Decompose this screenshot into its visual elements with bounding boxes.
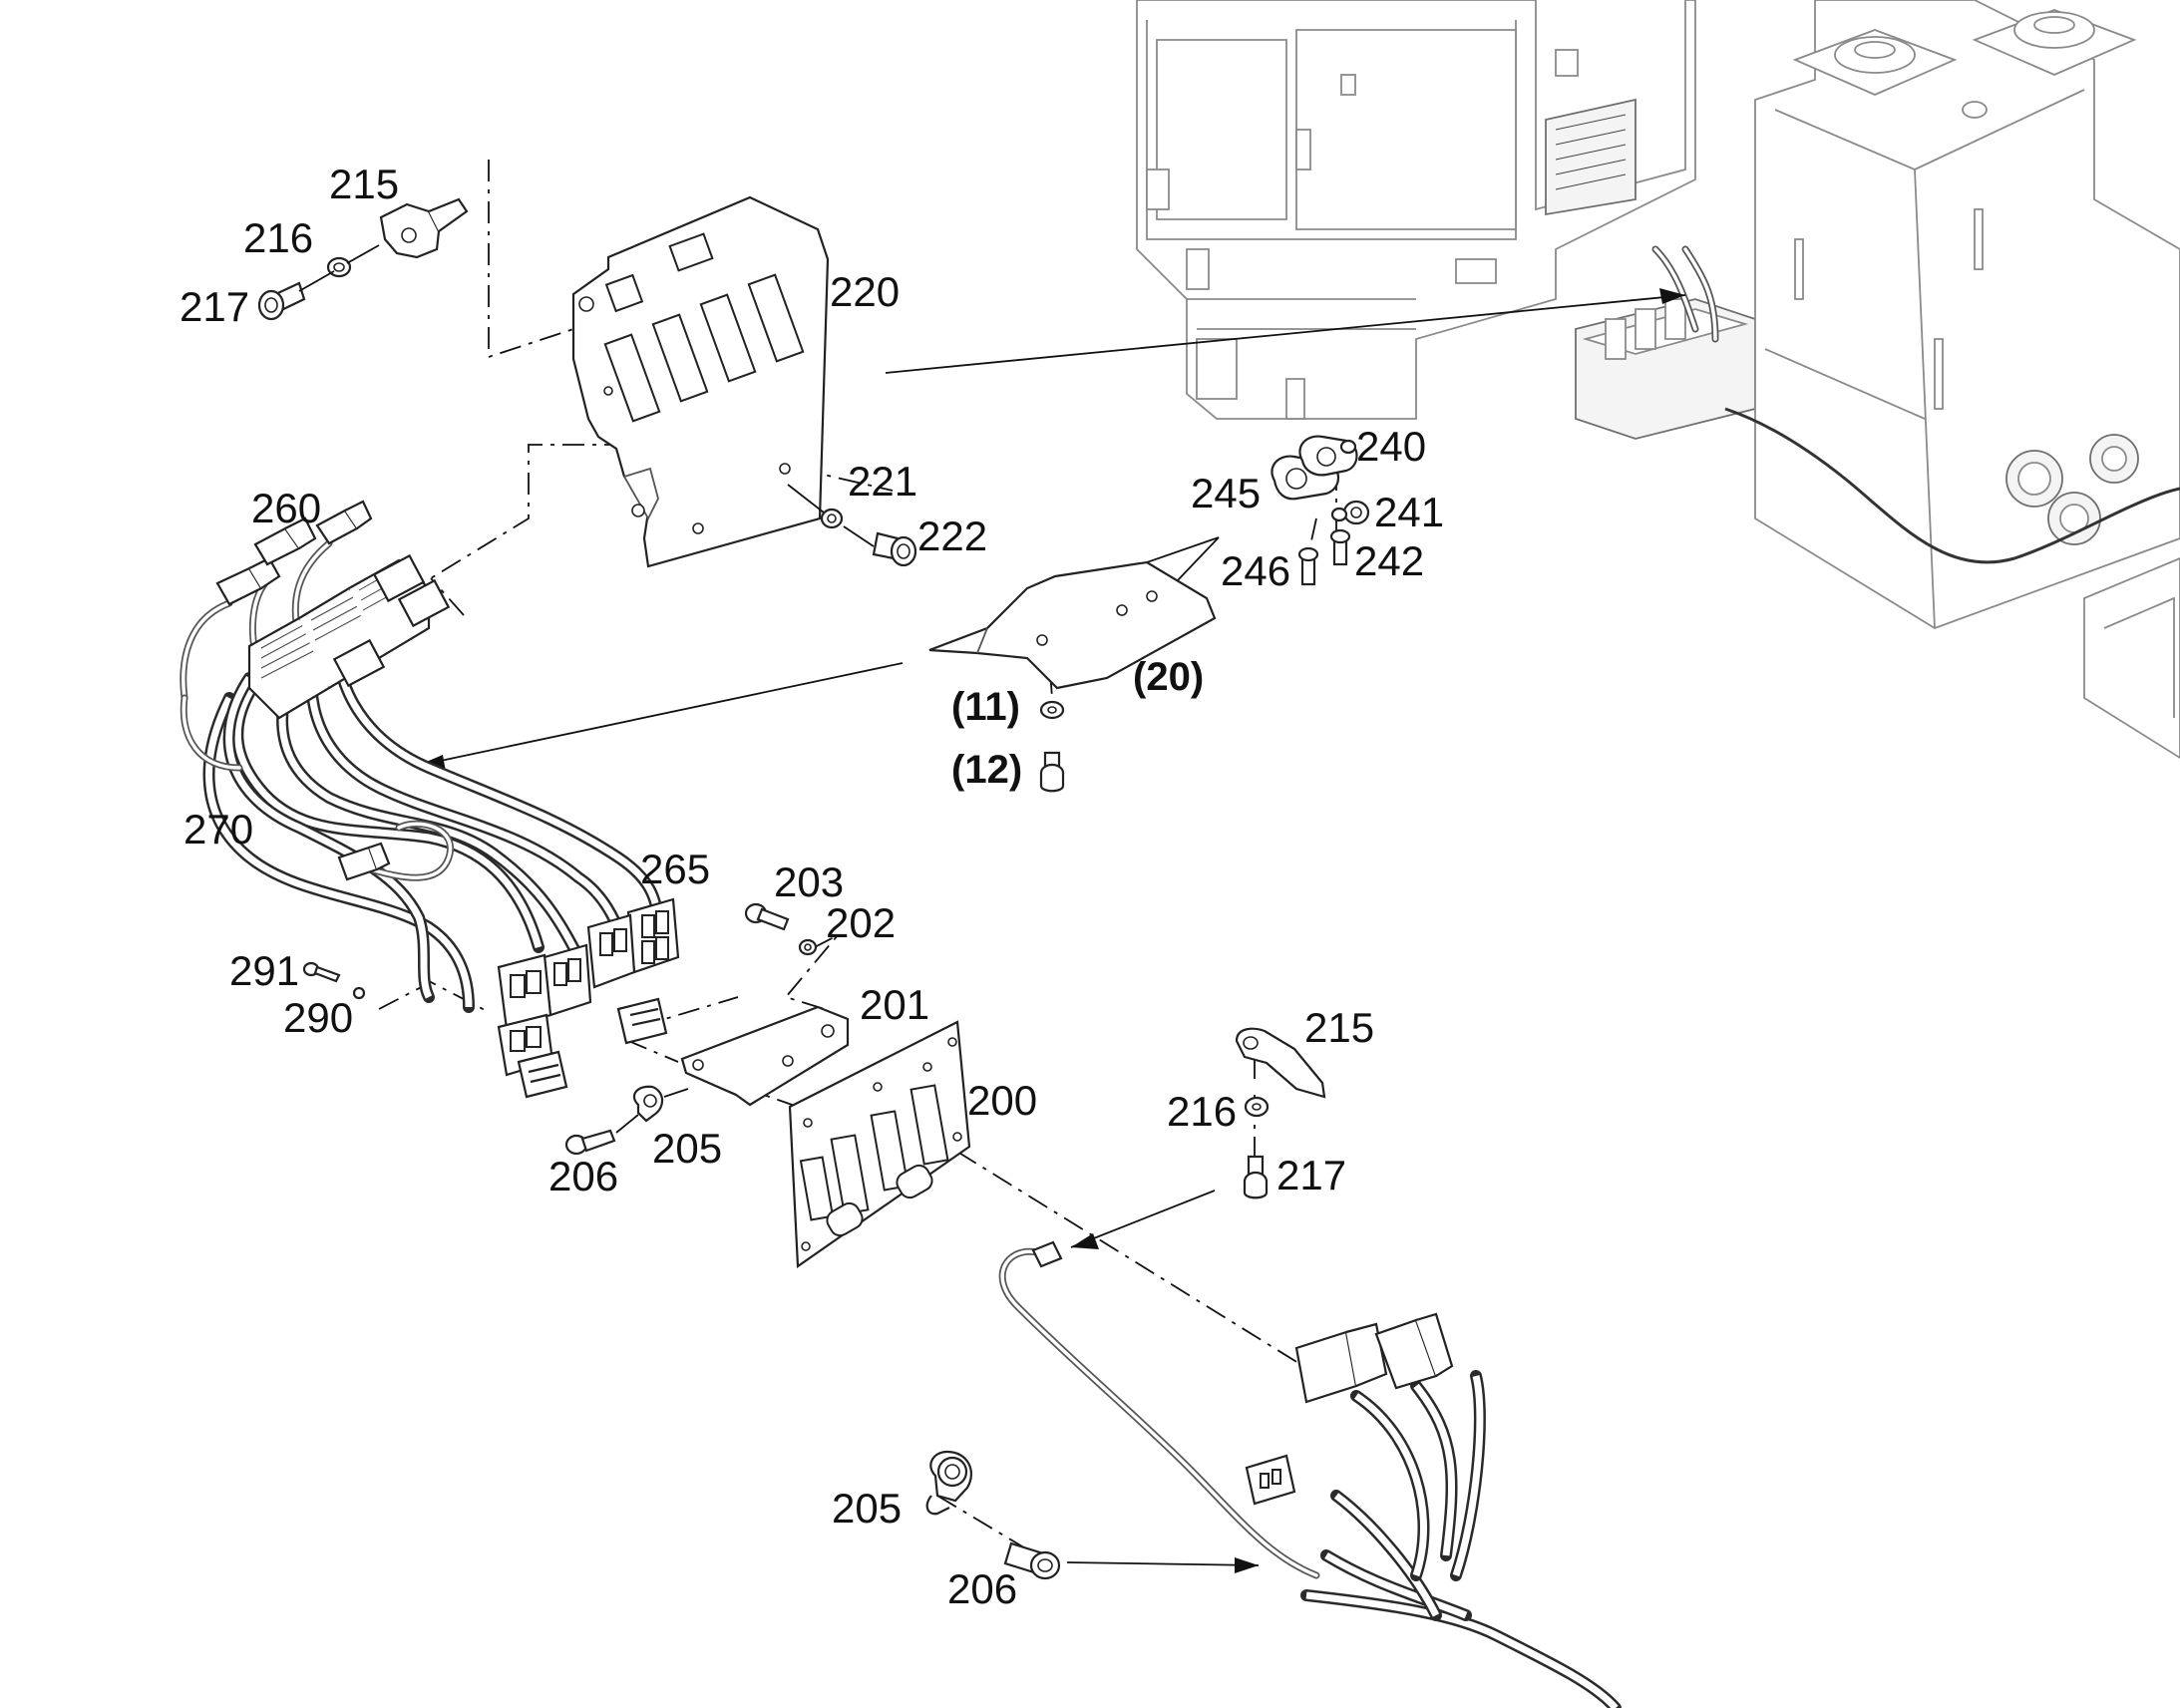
callout-290: 290: [283, 994, 353, 1041]
connectors-265: [497, 897, 680, 1099]
bolt-206-lower: [1003, 1541, 1061, 1580]
callout-215-lower: 215: [1304, 1004, 1374, 1051]
clamp-205-middle: [632, 1085, 664, 1123]
screw-291: [302, 961, 341, 983]
bolt-222: [872, 531, 917, 567]
callout-206-lower: 206: [947, 1565, 1017, 1612]
reference-20: (20): [1133, 655, 1204, 699]
bolt-12: [1039, 751, 1065, 793]
washer-216-lower: [1244, 1096, 1270, 1118]
callout-205-lower: 205: [832, 1485, 902, 1532]
machine-background: [1136, 0, 2180, 760]
screw-206-middle: [564, 1129, 616, 1156]
callout-201: 201: [860, 981, 929, 1028]
callout-221: 221: [848, 458, 917, 505]
callout-206: 206: [548, 1153, 618, 1199]
clip-215-upper: [379, 197, 469, 259]
washer-11: [1039, 700, 1065, 720]
washer-290: [352, 986, 366, 1000]
clip-215-lower: [1235, 1027, 1326, 1099]
callout-217: 217: [180, 283, 249, 330]
bolt-217-upper: [257, 281, 306, 321]
clamp-240: [1298, 435, 1358, 477]
callout-270: 270: [183, 806, 253, 853]
callout-202: 202: [826, 899, 896, 946]
reference-12: (12): [951, 748, 1022, 792]
nut-241: [1330, 500, 1370, 525]
mounting-plate-220: [571, 195, 830, 568]
reference-labels: (11) (12) (20): [951, 655, 1204, 792]
callout-216-lower: 216: [1167, 1088, 1237, 1135]
bolt-242: [1329, 528, 1351, 566]
callout-260: 260: [251, 485, 321, 531]
callout-246: 246: [1221, 547, 1290, 594]
bolt-217-lower: [1243, 1155, 1269, 1199]
callout-240: 240: [1356, 423, 1426, 470]
callout-203: 203: [774, 858, 844, 905]
washer-221: [820, 508, 844, 529]
bolt-246: [1297, 546, 1319, 586]
callout-242: 242: [1354, 537, 1424, 584]
callout-291: 291: [229, 947, 299, 994]
callout-200: 200: [967, 1077, 1037, 1124]
washer-202: [798, 938, 818, 956]
callout-222: 222: [917, 512, 987, 559]
small-plug: [337, 842, 391, 881]
screw-203: [744, 902, 790, 931]
reference-11: (11): [951, 685, 1020, 729]
callout-205: 205: [652, 1125, 722, 1172]
callout-241: 241: [1374, 489, 1444, 535]
callout-245: 245: [1191, 470, 1261, 516]
callout-265: 265: [640, 846, 710, 892]
callout-217-lower: 217: [1276, 1152, 1346, 1198]
callout-215: 215: [329, 161, 399, 207]
plug-cluster: [247, 553, 451, 720]
callout-220: 220: [830, 268, 900, 315]
connectors-260: [215, 500, 373, 606]
callout-216: 216: [243, 214, 313, 261]
connector-plate-200: [788, 1020, 971, 1269]
lower-wiring-harness: [998, 1240, 1622, 1708]
angle-bracket-201: [680, 1005, 850, 1107]
leader-lines: [378, 160, 1686, 1573]
clamp-205-lower: [925, 1450, 973, 1516]
bracket-20: [928, 560, 1217, 690]
callout-labels: 215 216 217 220 221 222 260 270 265 240 …: [180, 161, 1444, 1612]
